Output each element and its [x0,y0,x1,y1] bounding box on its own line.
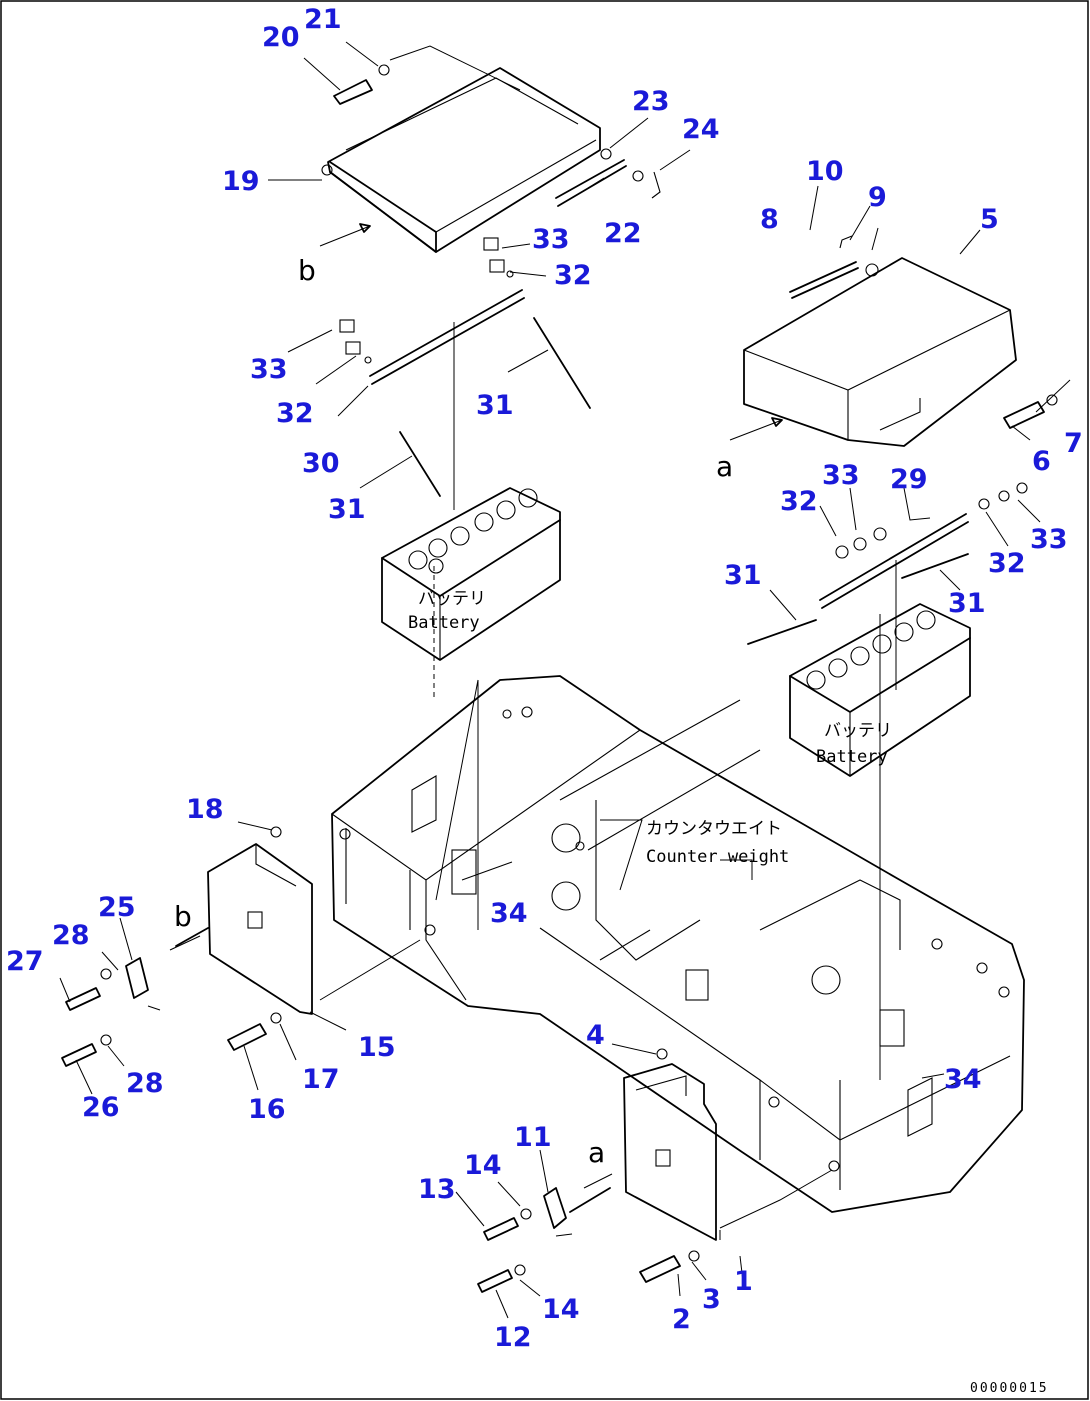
view-arrow-b-top [319,223,371,247]
callout-8: 8 [760,204,779,235]
view-letter-a-top: a [716,450,733,483]
callout-7: 7 [1064,428,1083,459]
view-letter-a-side: a [588,1136,605,1169]
callout-32-d: 32 [988,548,1026,579]
left-cover-hinge-pin [555,159,627,207]
right-cover-hinge-pin [789,235,859,299]
view-arrow-b-side [169,935,201,951]
callout-22: 22 [604,218,642,249]
right-battery [789,603,971,777]
left-cover-bolt [333,64,390,105]
callout-15: 15 [358,1032,396,1063]
battery-right-label-jp: バッテリ [824,721,892,741]
callout-27: 27 [6,946,44,977]
callout-5: 5 [980,204,999,235]
left-hold-down-rods [399,317,591,497]
left-cover-bolt-16 [227,1012,282,1051]
callout-33-d: 33 [1030,524,1068,555]
left-battery [381,487,561,661]
left-cover-clip-parts [600,148,661,199]
callout-9: 9 [868,182,887,213]
callout-34-b: 34 [944,1064,982,1095]
callout-13: 13 [418,1174,456,1205]
callout-19: 19 [222,166,260,197]
view-letter-b-top: b [298,254,316,287]
callout-34-a: 34 [490,898,528,929]
callout-32-b: 32 [276,398,314,429]
counterweight-label-jp: カウンタウエイト [646,819,782,839]
right-hold-down-rods [747,553,969,645]
right-battery-cover [743,257,1017,447]
right-cover-screw-4 [656,1048,668,1060]
document-code: 00000015 [970,1381,1049,1396]
callout-14-b: 14 [542,1294,580,1325]
battery-right-label-en: Battery [816,747,888,767]
callout-28-a: 28 [52,920,90,951]
left-cover-lock-parts [61,927,209,1067]
callout-33-b: 33 [250,354,288,385]
right-cover-lock-parts [477,1187,611,1293]
view-arrow-a-top [729,417,783,441]
callout-33-a: 33 [532,224,570,255]
callout-25: 25 [98,892,136,923]
right-side-cover [623,1063,717,1241]
callout-32-a: 32 [554,260,592,291]
callout-31-d: 31 [948,588,986,619]
callout-32-c: 32 [780,486,818,517]
callout-23: 23 [632,86,670,117]
battery-left-label-en: Battery [408,613,480,633]
callout-33-c: 33 [822,460,860,491]
leader-lines [59,41,1071,1319]
callout-29: 29 [890,464,928,495]
callout-21: 21 [304,4,342,35]
callout-2: 2 [672,1304,691,1335]
callout-18: 18 [186,794,224,825]
right-cover-bolt [1003,394,1058,429]
callout-26: 26 [82,1092,120,1123]
left-cover-screw-18 [270,826,282,838]
callout-4: 4 [586,1020,605,1051]
callout-1: 1 [734,1266,753,1297]
callout-6: 6 [1032,446,1051,477]
view-arrow-a-side [583,1173,613,1189]
callout-28-b: 28 [126,1068,164,1099]
right-cover-bolt-2 [639,1250,700,1283]
right-hold-down-bar [819,482,1028,609]
callout-12: 12 [494,1322,532,1353]
counterweight-body [331,675,1025,1213]
counterweight-label-en: Counter weight [646,847,789,867]
left-side-cover [207,843,313,1015]
callout-24: 24 [682,114,720,145]
callout-14-a: 14 [464,1150,502,1181]
callout-20: 20 [262,22,300,53]
callout-30: 30 [302,448,340,479]
callout-3: 3 [702,1284,721,1315]
callout-31-a: 31 [476,390,514,421]
callout-10: 10 [806,156,844,187]
callout-31-c: 31 [724,560,762,591]
callout-16: 16 [248,1094,286,1125]
battery-left-label-jp: バッテリ [418,589,486,609]
left-hold-down-bar [339,237,525,385]
callout-31-b: 31 [328,494,366,525]
view-letter-b-side: b [174,900,192,933]
callout-17: 17 [302,1064,340,1095]
callout-11: 11 [514,1122,552,1153]
